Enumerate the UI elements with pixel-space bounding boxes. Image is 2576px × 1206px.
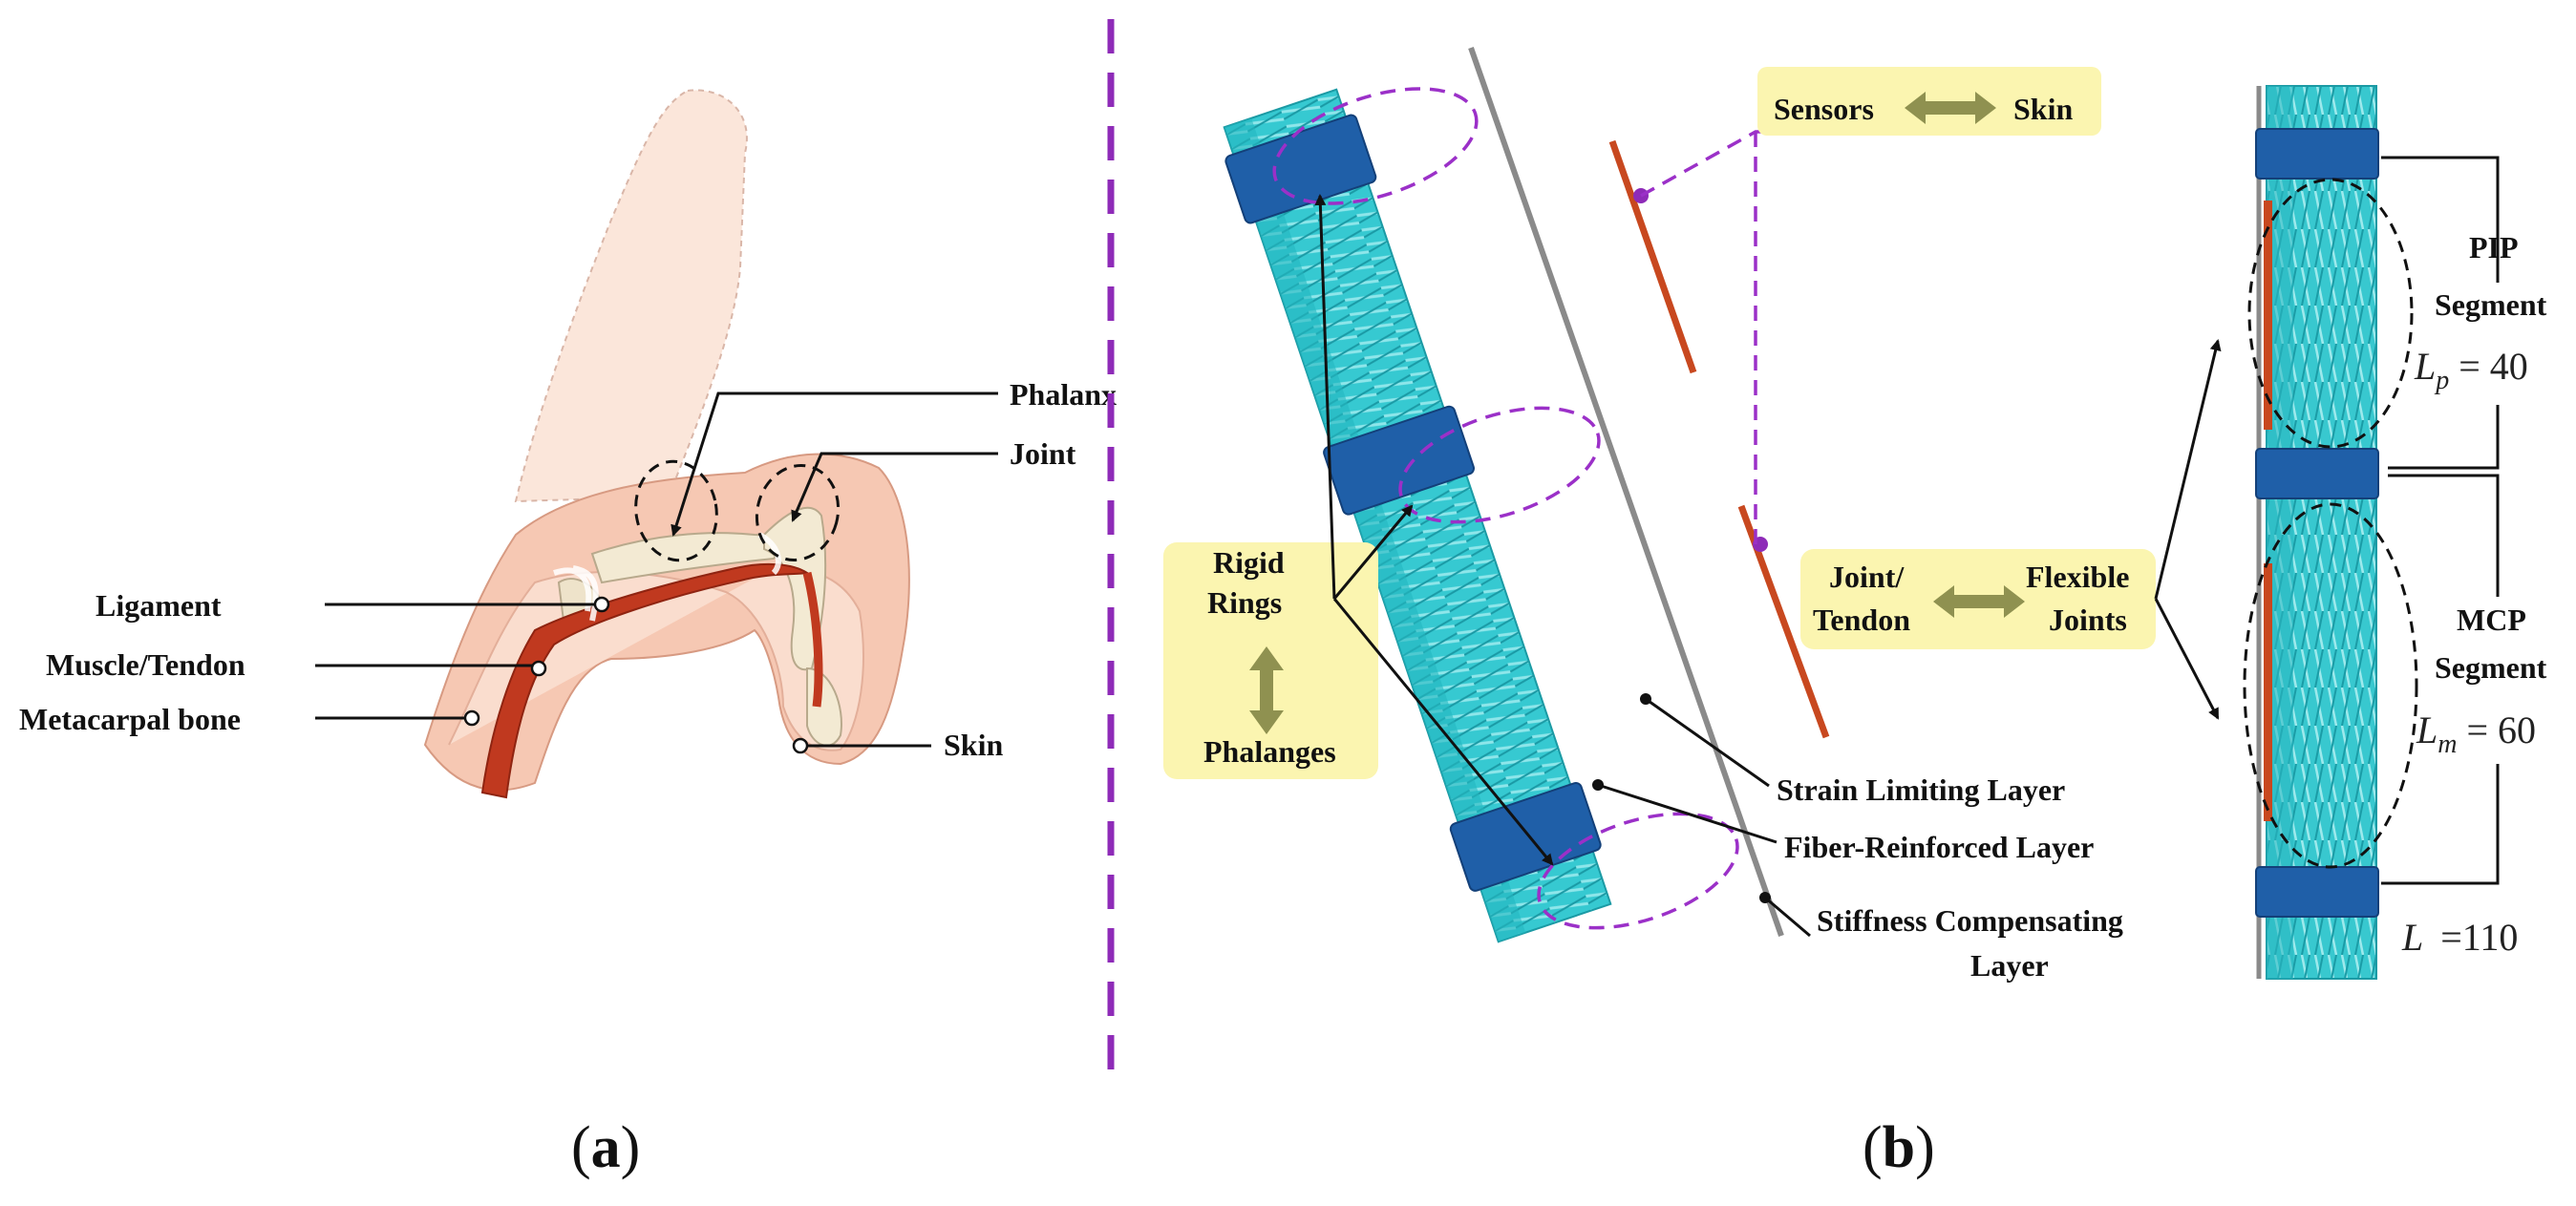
ligament-dot (593, 596, 610, 613)
fiber-leader (1597, 783, 1778, 844)
stiffness-leader (1764, 896, 1811, 938)
vertical-sensor-lower (2264, 563, 2272, 821)
mcp-length: Lm= 60 (2416, 709, 2536, 759)
pip-label-2: Segment (2435, 287, 2547, 322)
stiffness-compensating-rod (1468, 47, 1784, 937)
rigid-label-1: Rigid (1213, 545, 1285, 580)
rigid-arrow-bottom (1332, 598, 1554, 866)
pip-label-1: PIP (2469, 230, 2519, 264)
metacarpal-dot (463, 709, 480, 727)
skin-b-label: Skin (2013, 92, 2073, 126)
sensor-strip-top (1608, 139, 1697, 374)
flexible-arrow-upper (2154, 339, 2222, 600)
strain-dot (1640, 693, 1651, 705)
phalanx-highlight-ellipse (634, 459, 718, 562)
sensors-label: Sensors (1774, 92, 1874, 126)
vertical-sensor-upper (2264, 201, 2272, 430)
phalanges-label: Phalanges (1203, 734, 1336, 769)
strain-leader (1645, 697, 1770, 788)
phalanx-label: Phalanx (1010, 377, 1117, 412)
metacarpal-label: Metacarpal bone (19, 702, 241, 736)
ring-middle (1323, 405, 1475, 516)
joint-leader (791, 452, 998, 522)
mcp-label-1: MCP (2457, 603, 2526, 637)
flexible-label-1: Flexible (2026, 560, 2129, 594)
total-length: L=110 (2401, 916, 2518, 959)
phalanx-leader (671, 391, 998, 537)
joint-tendon-label-1: Joint/ (1829, 560, 1905, 594)
ring-ellipse-middle (1398, 406, 1601, 524)
flexible-arrow-lower (2154, 598, 2220, 720)
flexible-label-2: Joints (2049, 603, 2127, 637)
rigid-phalanges-double-arrow (1249, 646, 1284, 734)
joint-flexible-double-arrow (1933, 585, 2025, 618)
rigid-label-2: Rings (1207, 585, 1282, 620)
ring-bottom (1449, 782, 1602, 892)
ligament-label: Ligament (96, 588, 222, 623)
skin-label: Skin (944, 728, 1003, 762)
mcp-joint-ellipse (2243, 502, 2418, 869)
tilted-actuator (1223, 88, 1612, 943)
vertical-ring-bottom (2255, 866, 2379, 918)
mcp-bracket (2381, 474, 2500, 885)
joint-tendon-label-2: Tendon (1813, 603, 1910, 637)
vertical-ring-middle (2255, 448, 2379, 499)
joint-highlight-ellipse (755, 463, 841, 562)
finger-illustration (423, 89, 910, 799)
sensors-skin-double-arrow (1905, 92, 1996, 124)
stiffness-label-2: Layer (1970, 948, 2049, 983)
strain-limiting-label: Strain Limiting Layer (1777, 772, 2065, 807)
pip-joint-ellipse (2247, 178, 2414, 449)
mcp-label-2: Segment (2435, 650, 2547, 685)
fiber-reinforced-label: Fiber-Reinforced Layer (1784, 830, 2094, 864)
muscle-dot (530, 660, 547, 677)
skin-dot (792, 737, 809, 754)
rigid-arrow-top (1314, 194, 1336, 600)
vertical-actuator (2255, 85, 2379, 980)
ring-ellipse-top (1272, 87, 1479, 205)
caption-a: (a) (571, 1115, 640, 1180)
stiffness-label-1: Stiffness Compensating (1817, 903, 2123, 938)
joint-label: Joint (1010, 436, 1076, 471)
ring-ellipse-bottom (1537, 812, 1739, 930)
vertical-ring-top (2255, 128, 2379, 180)
rigid-arrow-middle (1332, 504, 1414, 600)
stiffness-dot (1759, 892, 1771, 903)
pip-length: Lp= 40 (2414, 345, 2528, 395)
caption-b: (b) (1863, 1115, 1935, 1180)
muscle-tendon-label: Muscle/Tendon (46, 647, 245, 682)
sensor-connector (1640, 130, 1882, 544)
pip-bracket (2381, 156, 2500, 470)
fiber-dot (1592, 779, 1604, 791)
